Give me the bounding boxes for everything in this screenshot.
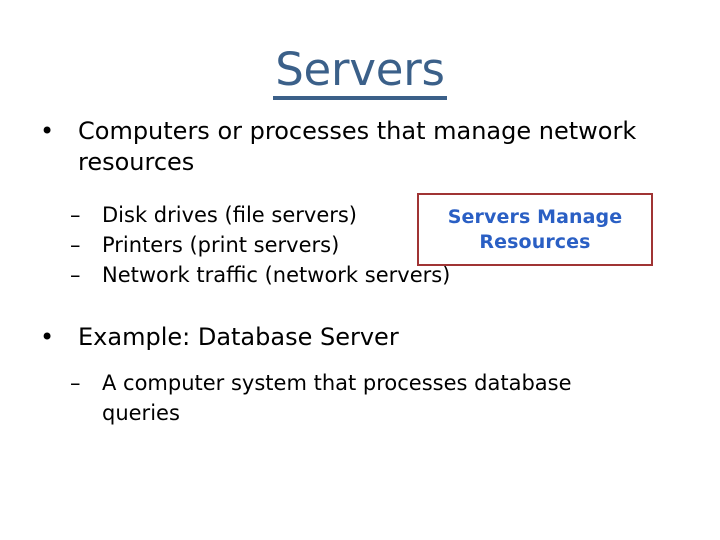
bullet-level2-1-2-text: Printers (print servers) [102, 233, 340, 257]
bullet-dot-icon: • [40, 117, 55, 145]
callout-line-2: Resources [479, 230, 591, 253]
callout-line-1: Servers Manage [447, 205, 623, 228]
bullet-group-2: • Example: Database Server [0, 322, 720, 353]
bullet-level1-1: • Computers or processes that manage net… [0, 116, 720, 178]
title-underline [273, 96, 447, 100]
bullet-group-1-subs: – Disk drives (file servers) – Printers … [0, 200, 720, 290]
bullet-level2-1-3: – Network traffic (network servers) [0, 260, 720, 290]
bullet-level1-2-text: Example: Database Server [78, 323, 399, 351]
en-dash-icon: – [70, 263, 81, 287]
bullet-level2-2-1: – A computer system that processes datab… [0, 368, 720, 428]
slide-title-text: Servers [275, 43, 445, 96]
en-dash-icon: – [70, 233, 81, 257]
en-dash-icon: – [70, 203, 81, 227]
bullet-level1-1-text: Computers or processes that manage netwo… [78, 117, 637, 176]
bullet-level1-2: • Example: Database Server [0, 322, 720, 353]
bullet-group-2-subs: – A computer system that processes datab… [0, 368, 720, 428]
en-dash-icon: – [70, 371, 81, 395]
bullet-level2-1-1-text: Disk drives (file servers) [102, 203, 358, 227]
bullet-group-1: • Computers or processes that manage net… [0, 116, 720, 178]
bullet-dot-icon: • [40, 323, 55, 351]
callout-box: Servers Manage Resources [417, 193, 653, 266]
bullet-level2-1-3-text: Network traffic (network servers) [102, 263, 451, 287]
bullet-level2-2-1-text: A computer system that processes databas… [102, 371, 572, 425]
slide-title: Servers [0, 43, 720, 100]
bullet-level2-1-2: – Printers (print servers) [0, 230, 720, 260]
bullet-level2-1-1: – Disk drives (file servers) [0, 200, 720, 230]
